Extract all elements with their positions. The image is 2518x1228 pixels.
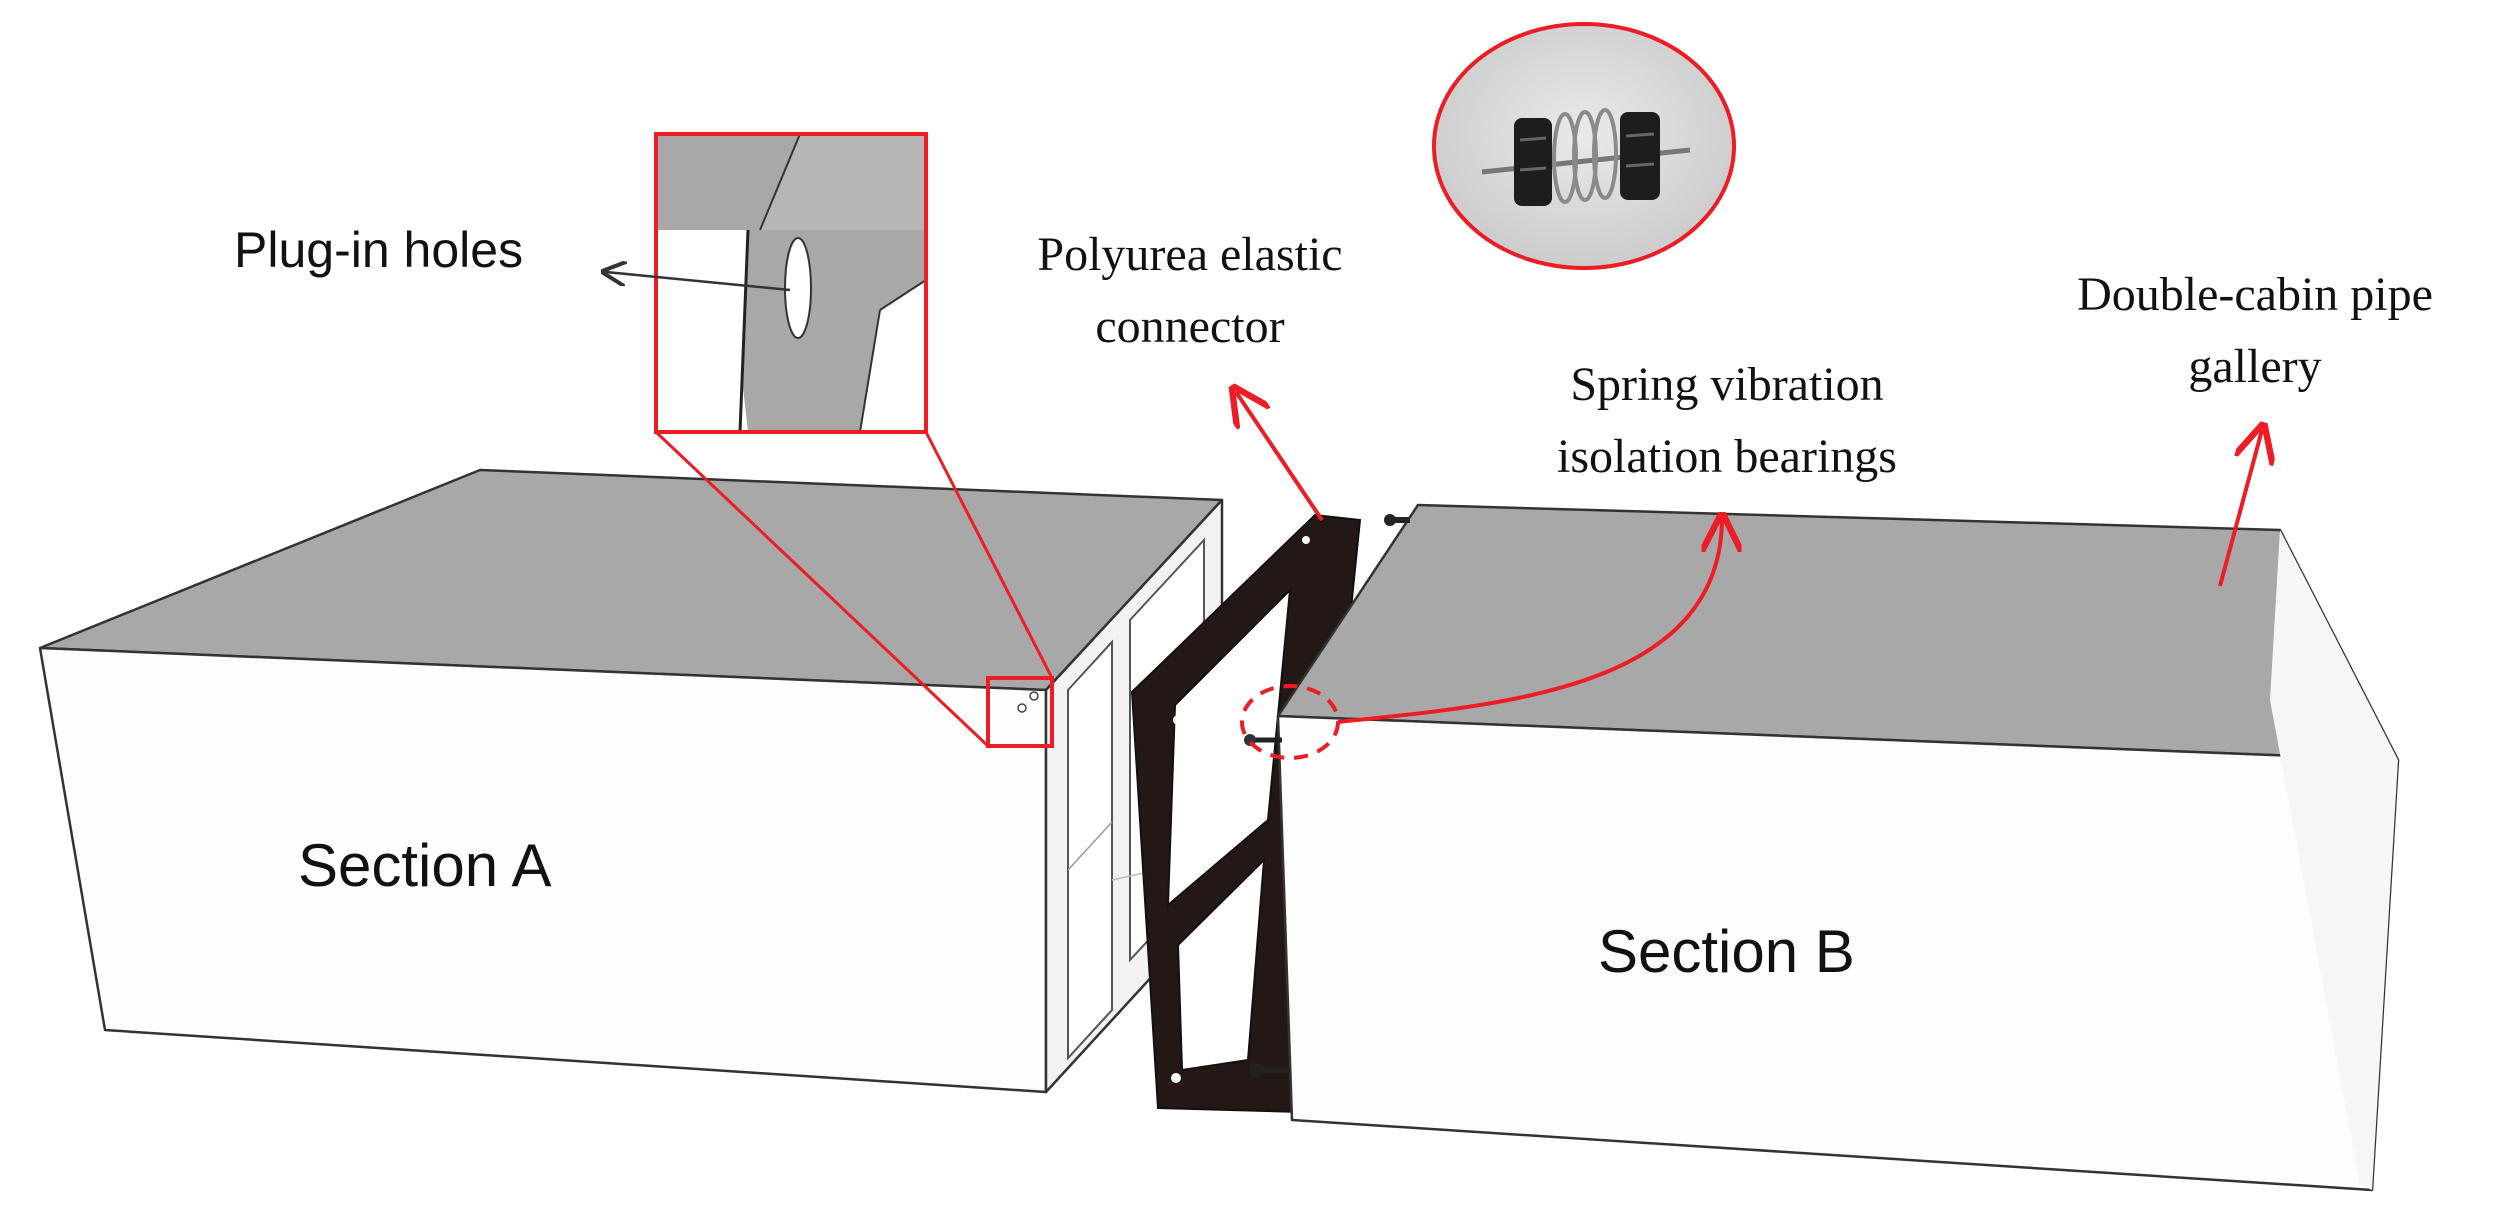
- section-a-label: Section A: [298, 832, 552, 899]
- section-b-right-face: [2270, 530, 2398, 1190]
- bolt-icon: [1384, 514, 1410, 526]
- spring-label-line2: isolation bearings: [1557, 430, 1897, 483]
- polyurea-label-line1: Polyurea elastic: [1037, 228, 1342, 281]
- polyurea-arrow: [1236, 392, 1324, 522]
- polyurea-label-line2: connector: [1095, 300, 1284, 353]
- section-b-box: [1244, 503, 2400, 1192]
- zoom-source-box: [986, 676, 1054, 748]
- gallery-label-line2: gallery: [2188, 340, 2321, 393]
- bolt-icon: [1249, 1063, 1290, 1077]
- gallery-label-line1: Double-cabin pipe: [2077, 268, 2433, 321]
- section-a-box: [38, 468, 1224, 1094]
- plug-in-holes-zoom-inset: [654, 132, 928, 434]
- section-b-label: Section B: [1598, 918, 1855, 985]
- zoom-inset-frame: [654, 132, 928, 434]
- spring-arrow: [1337, 520, 1722, 724]
- connector-frame-inner-bottom: [1176, 857, 1266, 1072]
- section-a-cabin-opening-left: [1067, 639, 1113, 1061]
- spring-label-line1: Spring vibration: [1570, 358, 1883, 411]
- plug-in-holes-arrow: [606, 272, 791, 292]
- plug-in-hole: [784, 237, 812, 339]
- plug-in-holes-label: Plug-in holes: [234, 222, 523, 278]
- spring-bearing-photo: [1432, 22, 1736, 270]
- connector-frame-inner-top: [1166, 587, 1292, 908]
- gallery-arrow: [2218, 430, 2262, 587]
